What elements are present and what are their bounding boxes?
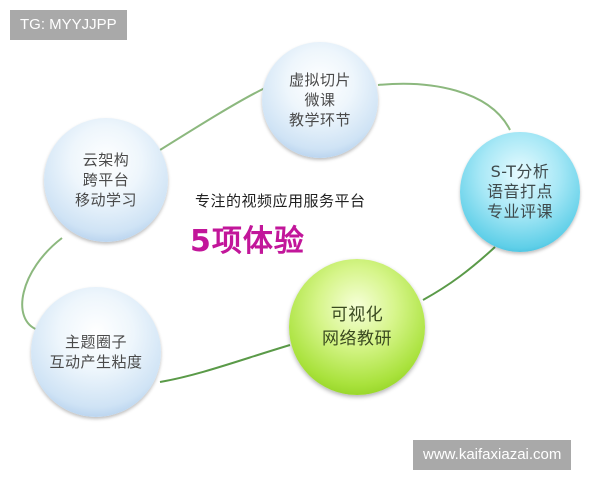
node-text-line: 教学环节 — [288, 111, 351, 129]
center-subtitle: 专注的视频应用服务平台 — [195, 192, 366, 210]
node-topic-circle: 主题圈子 互动产生粘度 — [31, 287, 161, 417]
center-headline: 5项体验 — [190, 224, 305, 259]
node-text-line: 互动产生粘度 — [49, 353, 143, 371]
node-text-line: 移动学习 — [74, 191, 137, 209]
node-text-line: 网络教研 — [322, 329, 392, 349]
node-text-line: S-T分析 — [490, 162, 550, 181]
node-text-line: 专业评课 — [486, 202, 553, 221]
node-text-line: 跨平台 — [82, 171, 130, 189]
node-st-analysis: S-T分析 语音打点 专业评课 — [460, 132, 580, 252]
node-virtual-slice: 虚拟切片 微课 教学环节 — [262, 42, 378, 158]
watermark-bottom-right: www.kaifaxiazai.com — [413, 440, 572, 470]
watermark-top-left: TG: MYYJJPP — [10, 10, 127, 40]
node-text-line: 微课 — [304, 91, 336, 109]
node-cloud-architecture: 云架构 跨平台 移动学习 — [44, 118, 168, 242]
node-text-line: 语音打点 — [486, 182, 553, 201]
node-text-line: 云架构 — [82, 151, 130, 169]
node-visual-research: 可视化 网络教研 — [289, 259, 425, 395]
node-text-line: 主题圈子 — [64, 333, 127, 351]
node-text-line: 虚拟切片 — [288, 71, 351, 89]
node-text-line: 可视化 — [330, 305, 384, 325]
